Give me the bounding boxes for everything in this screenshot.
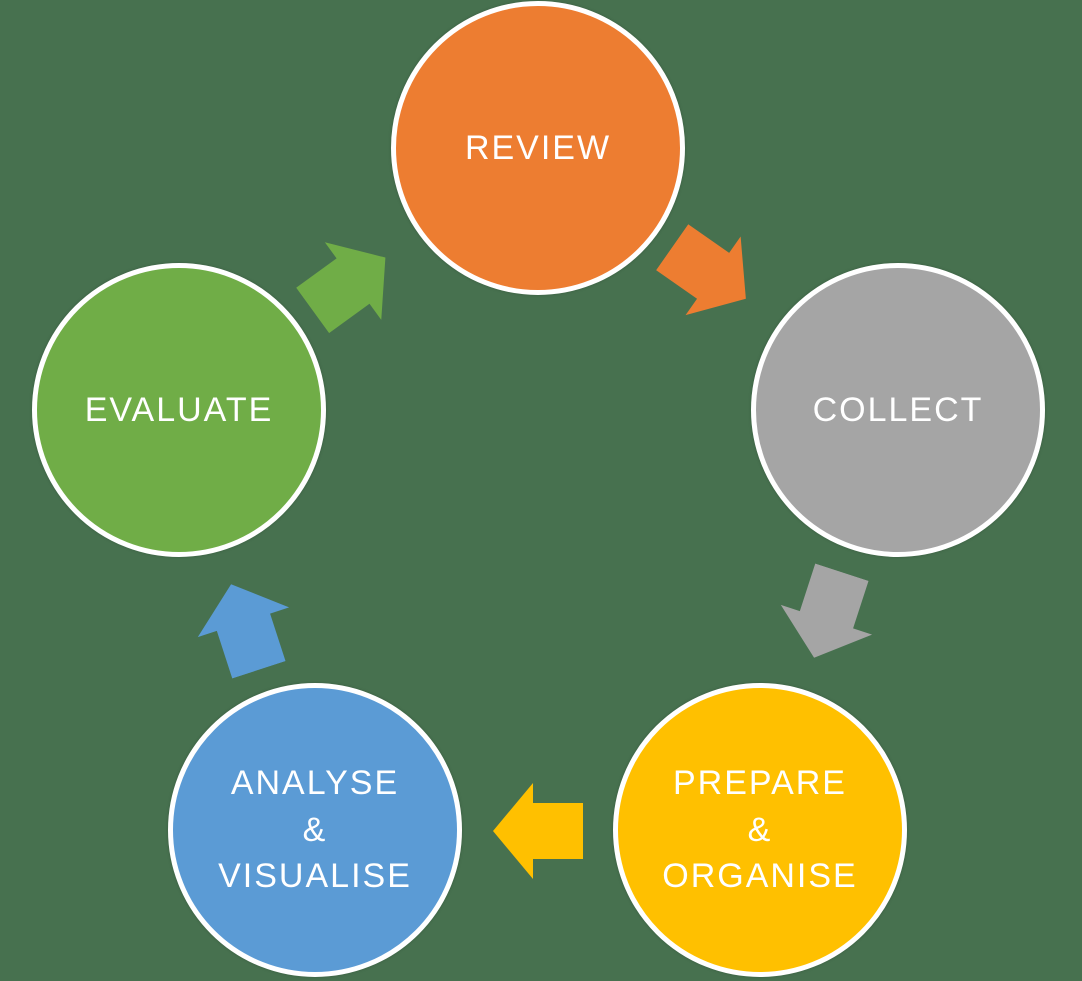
- step-circle-collect: COLLECT: [751, 263, 1045, 557]
- step-label-evaluate: EVALUATE: [84, 390, 274, 429]
- step-label-analyse-visualise: ANALYSE & VISUALISE: [218, 763, 412, 896]
- arrow-shape: [780, 563, 873, 658]
- step-circle-prepare-organise: PREPARE & ORGANISE: [613, 683, 907, 977]
- step-circle-evaluate: EVALUATE: [32, 263, 326, 557]
- arrow-shape: [296, 242, 386, 334]
- step-circle-review: REVIEW: [391, 1, 685, 295]
- arrow-icon-analyse-to-evaluate: [197, 584, 290, 679]
- arrow-icon-review-to-collect: [656, 224, 746, 316]
- step-label-collect: COLLECT: [812, 390, 984, 429]
- arrow-shape: [656, 224, 746, 316]
- step-circle-analyse-visualise: ANALYSE & VISUALISE: [168, 683, 462, 977]
- arrow-icon-collect-to-prepare: [780, 563, 873, 658]
- step-label-prepare-organise: PREPARE & ORGANISE: [662, 763, 858, 896]
- arrow-shape: [493, 783, 583, 879]
- arrow-icon-prepare-to-analyse: [493, 783, 583, 879]
- step-label-review: REVIEW: [464, 128, 612, 167]
- arrow-icon-evaluate-to-review: [296, 242, 386, 334]
- arrow-shape: [197, 584, 290, 679]
